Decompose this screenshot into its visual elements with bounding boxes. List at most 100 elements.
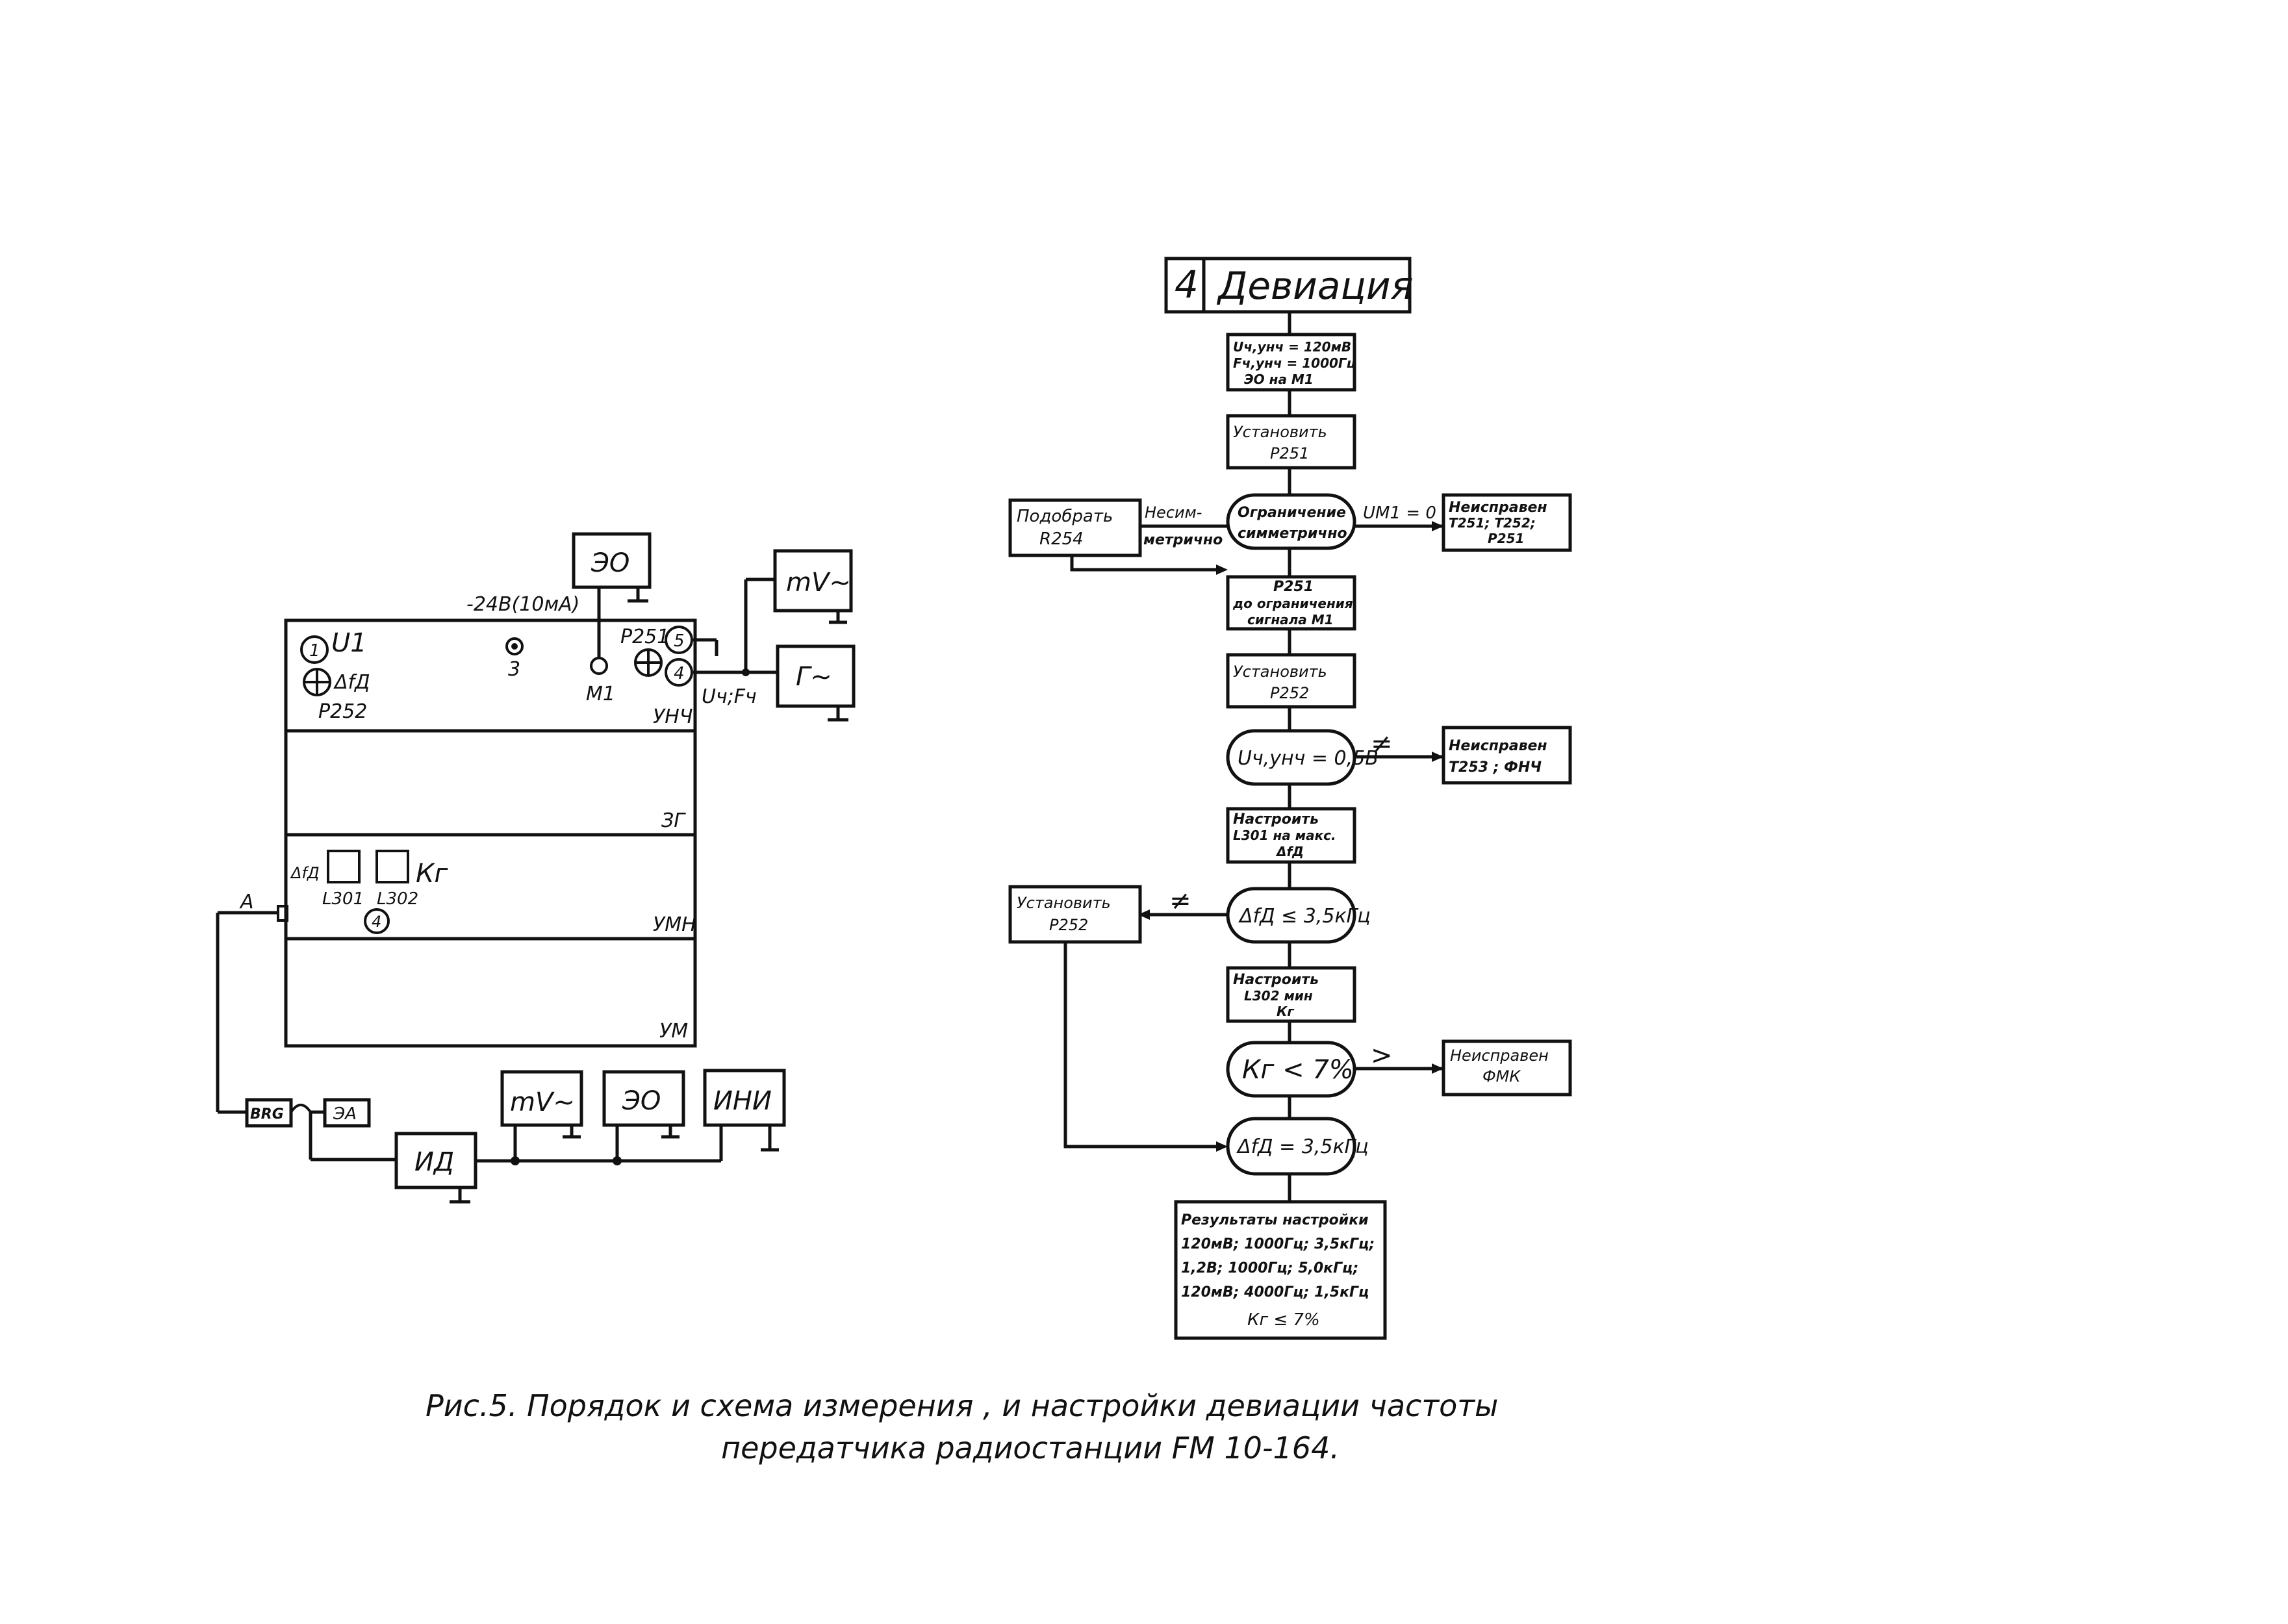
faulty-3-box: [1442, 1039, 1572, 1097]
power-label: -24В(10мА): [466, 593, 579, 616]
results-line-1: Результаты настройки: [1181, 1212, 1369, 1228]
select-r254-line-1: Подобрать: [1017, 507, 1113, 526]
set-p251-line-1: Установить: [1233, 423, 1327, 441]
kg-label: Кг: [416, 859, 448, 889]
set-p252-line-1: Установить: [1233, 663, 1327, 681]
results-line-2: 120мВ; 1000Гц; 3,5кГц;: [1181, 1236, 1375, 1252]
generator-box: [776, 644, 856, 708]
faulty-3-line-2: ФМК: [1482, 1067, 1521, 1085]
junction-input: [742, 668, 750, 676]
ne-1-label: ≠: [1371, 729, 1393, 759]
marker-4b-icon: [364, 908, 390, 934]
set-p252b-line-1: Установить: [1017, 894, 1111, 912]
um1-label: UМ1 = 0: [1363, 503, 1436, 523]
select-r254-box: [1008, 498, 1142, 557]
tune-l302-line-1: Настроить: [1233, 972, 1319, 988]
um-label: УМ: [659, 1020, 688, 1043]
set-p251-line-2: Р251: [1270, 444, 1309, 463]
eo-top-label: ЭО: [591, 548, 629, 578]
umn-label: УМН: [653, 913, 696, 936]
mv-top-label: mV~: [786, 568, 851, 598]
l301-label: L301: [322, 889, 364, 909]
brg-label: BRG: [250, 1106, 284, 1123]
select-r254-line-2: R254: [1039, 529, 1084, 549]
dfd-left-label: ΔfД: [333, 671, 370, 694]
arrowhead-um1: [1432, 521, 1443, 531]
u1-label: U1: [331, 628, 367, 658]
dfd-eq-box: [1226, 1117, 1356, 1176]
caption-line-1: Рис.5. Порядок и схема измерения , и нас…: [426, 1388, 1498, 1423]
faulty-1-box: [1442, 493, 1572, 552]
flowchart: 4 Девиация Uч,унч = 120мВ Fч,унч = 1000Г…: [1008, 257, 1572, 1340]
arrowhead-u-unch: [1432, 752, 1443, 762]
cond-line-1: Uч,унч = 120мВ: [1233, 339, 1351, 355]
arrowhead-loop-back: [1216, 1141, 1228, 1152]
ea-box: [323, 1098, 371, 1128]
point3-label: 3: [508, 658, 520, 681]
marker-4b-label: 4: [372, 913, 381, 931]
unch-label: УНЧ: [653, 705, 693, 728]
gen-label: Г~: [796, 662, 832, 692]
tune-l302-line-2: L302 мин: [1244, 988, 1313, 1004]
p251-label: Р251: [620, 626, 669, 648]
p251-limit-line-2: до ограничения: [1232, 596, 1353, 611]
tune-l301-line-3: ΔfД: [1275, 844, 1304, 859]
faulty-3-line-1: Неисправен: [1450, 1047, 1549, 1065]
limit-decision: [1226, 493, 1356, 550]
test-point-3-dot: [511, 643, 518, 650]
faulty-1-line-1: Неисправен: [1449, 500, 1547, 516]
test-point-3-icon: [505, 637, 524, 655]
title-box: [1164, 257, 1412, 314]
p251-limit-line-1: Р251: [1273, 579, 1314, 595]
dfd-check-label: ΔfД ≤ 3,5кГц: [1238, 905, 1371, 928]
tune-l301-box: [1226, 807, 1356, 864]
cond-line-2: Fч,унч = 1000Гц: [1233, 355, 1356, 371]
arrowhead-kg-check: [1432, 1063, 1443, 1074]
junction-mv: [511, 1156, 520, 1165]
ne-2-label: ≠: [1169, 886, 1191, 916]
tune-l301-line-1: Настроить: [1233, 811, 1319, 828]
marker-5-label: 5: [674, 631, 685, 651]
inn-label: ИНИ: [713, 1086, 772, 1116]
kg-check-label: Кг < 7%: [1242, 1055, 1354, 1085]
mv-bottom-label: mV~: [510, 1087, 575, 1117]
results-line-5: Кг ≤ 7%: [1247, 1310, 1320, 1330]
faulty-2-line-2: Т253 ; ФНЧ: [1449, 759, 1542, 776]
p251-limit-box: [1226, 575, 1356, 631]
set-p252b-line-2: Р252: [1049, 916, 1088, 934]
nonsym-line-1: Несим-: [1145, 503, 1202, 522]
measurement-scheme: 1 U1 ΔfД Р252 3 М1 Р251 5 4 УНЧ ЗГ ΔfД К…: [216, 532, 856, 1204]
uf-label: Uч;Fч: [702, 685, 757, 708]
dfd-eq-label: ΔfД = 3,5кГц: [1236, 1136, 1369, 1158]
arrowhead-return: [1216, 565, 1228, 575]
tune-l302-line-3: Кг: [1277, 1004, 1294, 1019]
oscilloscope-bottom-box: [602, 1070, 685, 1127]
junction-eo: [613, 1156, 622, 1165]
marker-1-icon: [300, 635, 329, 664]
arrow-loop-back: [1063, 942, 1221, 1148]
a-label: А: [239, 891, 254, 913]
marker-1-label: 1: [309, 641, 320, 661]
millivoltmeter-bottom-box: [500, 1070, 583, 1127]
nonlinear-meter-box: [703, 1069, 786, 1127]
adjust-p251-icon: [634, 648, 663, 677]
set-p252b-box: [1008, 885, 1142, 944]
dfd-block-label: ΔfД: [290, 864, 320, 882]
limit-line-2: симметрично: [1238, 526, 1347, 542]
nonsym-line-2: метрично: [1143, 532, 1223, 548]
results-box: [1174, 1200, 1387, 1340]
cond-line-3: ЭО на М1: [1244, 372, 1314, 387]
results-line-3: 1,2В; 1000Гц; 5,0кГц;: [1181, 1260, 1358, 1276]
faulty-2-line-1: Неисправен: [1449, 738, 1547, 754]
m1-label: М1: [586, 683, 615, 705]
meter-l302-icon: [375, 850, 409, 883]
id-label: ИД: [414, 1147, 454, 1177]
faulty-2-box: [1442, 726, 1572, 785]
faulty-1-line-2: Т251; Т252;: [1449, 515, 1536, 531]
faulty-1-line-3: Р251: [1488, 531, 1524, 546]
tune-l302-box: [1226, 966, 1356, 1023]
id-box: [394, 1132, 477, 1189]
l302-label: L302: [377, 889, 418, 909]
